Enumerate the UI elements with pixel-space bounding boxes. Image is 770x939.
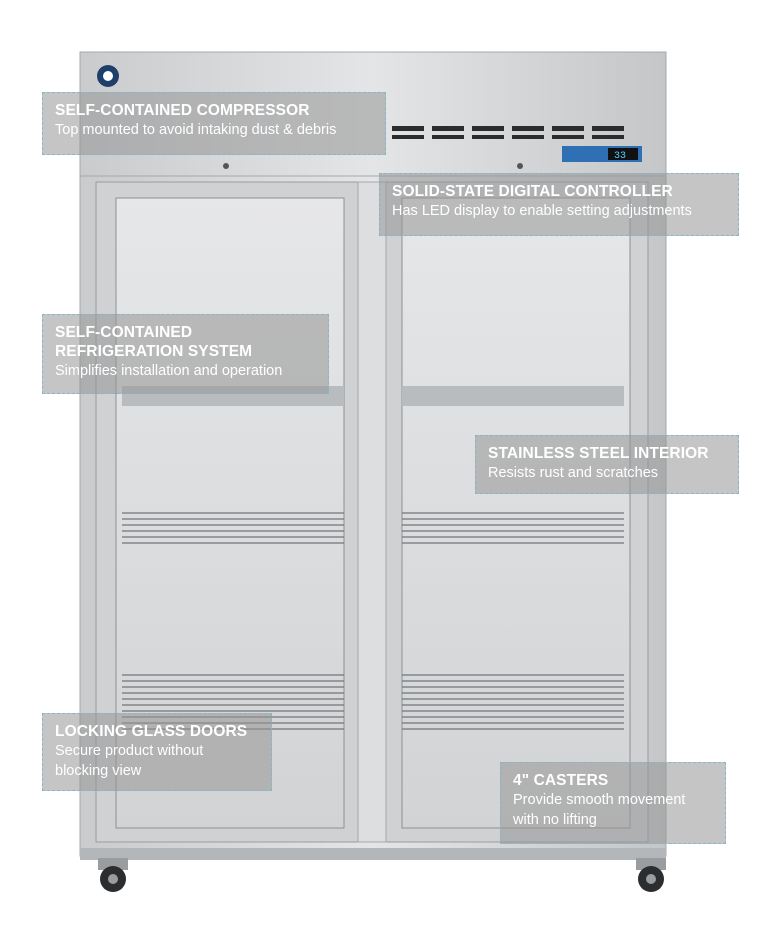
callout-description: Top mounted to avoid intaking dust & deb… (55, 122, 337, 138)
callout-compressor: SELF-CONTAINED COMPRESSOR Top mounted to… (42, 92, 386, 155)
callout-stainless-interior: STAINLESS STEEL INTERIOR Resists rust an… (475, 435, 739, 494)
callout-casters: 4" CASTERS Provide smooth movement with … (500, 762, 726, 844)
callout-title-line1: SELF-CONTAINED (55, 324, 193, 341)
callout-title: 4" CASTERS (513, 772, 609, 789)
vent-slots (392, 126, 624, 139)
callout-description: Resists rust and scratches (488, 465, 659, 481)
callout-title: STAINLESS STEEL INTERIOR (488, 445, 709, 462)
center-mullion (357, 181, 387, 843)
right-caster-icon (636, 858, 666, 892)
callout-refrigeration-system: SELF-CONTAINED REFRIGERATION SYSTEM Simp… (42, 314, 329, 394)
callout-description-line1: Secure product without (55, 743, 204, 759)
callout-description: Has LED display to enable setting adjust… (392, 203, 692, 219)
controller-display: 33 (614, 151, 626, 162)
callout-title: SOLID-STATE DIGITAL CONTROLLER (392, 183, 673, 200)
left-caster-icon (98, 858, 128, 892)
shelves (122, 386, 624, 732)
callout-title: SELF-CONTAINED COMPRESSOR (55, 102, 310, 119)
base-rail (80, 848, 666, 860)
callout-description-line2: blocking view (55, 763, 142, 779)
callout-title: LOCKING GLASS DOORS (55, 723, 248, 740)
callout-description-line2: with no lifting (513, 812, 597, 828)
callout-title-line2: REFRIGERATION SYSTEM (55, 343, 253, 360)
callout-controller: SOLID-STATE DIGITAL CONTROLLER Has LED d… (379, 173, 739, 236)
callout-description-line1: Provide smooth movement (513, 792, 686, 808)
callout-description: Simplifies installation and operation (55, 363, 283, 379)
callout-glass-doors: LOCKING GLASS DOORS Secure product witho… (42, 713, 272, 791)
